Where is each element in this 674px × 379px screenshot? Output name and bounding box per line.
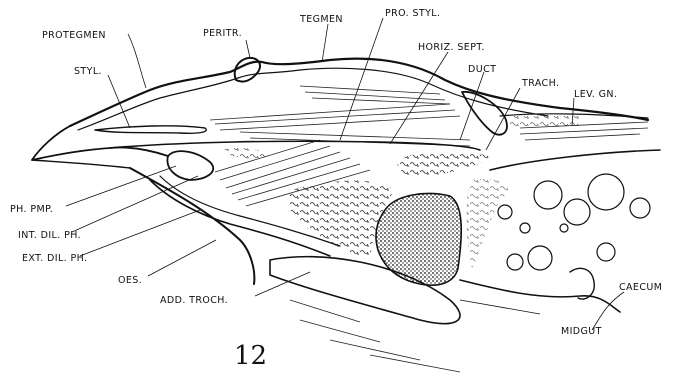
muscle-add-troch bbox=[290, 300, 460, 372]
tissue-strip bbox=[220, 148, 270, 158]
label-pro-styl: PRO. STYL. bbox=[385, 8, 440, 19]
midgut-lower-wall bbox=[460, 280, 620, 312]
midgut-tissue bbox=[466, 179, 508, 270]
tissue-mass-top bbox=[395, 152, 490, 178]
label-protegmen: PROTEGMEN bbox=[42, 30, 106, 41]
label-oes: OES. bbox=[118, 275, 142, 286]
muscle-pro-styl bbox=[210, 86, 470, 146]
label-duct: DUCT bbox=[468, 64, 496, 75]
figure-number: 12 bbox=[234, 341, 267, 371]
ganglion bbox=[376, 194, 461, 286]
stylet bbox=[95, 126, 206, 133]
label-lev-gn: LEV. GN. bbox=[574, 89, 617, 100]
midgut-wall bbox=[490, 150, 660, 170]
label-trach: TRACH. bbox=[521, 78, 559, 89]
label-caecum: CAECUM bbox=[619, 282, 662, 293]
label-styl: STYL. bbox=[74, 66, 102, 77]
rostrum-lower bbox=[32, 160, 130, 168]
label-ext-dil-ph: EXT. DIL. PH. bbox=[22, 253, 87, 264]
pharyngeal-pump bbox=[167, 151, 213, 180]
caecum-vesicles bbox=[498, 174, 650, 270]
leader-lines bbox=[66, 18, 624, 330]
label-peritr: PERITR. bbox=[203, 28, 242, 39]
label-tegmen: TEGMEN bbox=[299, 14, 343, 25]
levator-tissue bbox=[510, 116, 580, 126]
head-capsule-inner bbox=[78, 68, 548, 130]
label-midgut: MIDGUT bbox=[561, 326, 602, 337]
horizontal-septum bbox=[110, 141, 480, 150]
label-int-dil-ph: INT. DIL. PH. bbox=[18, 230, 81, 241]
label-horiz-sept: HORIZ. SEPT. bbox=[418, 42, 485, 53]
label-add-troch: ADD. TROCH. bbox=[160, 295, 228, 306]
caecum-fold bbox=[570, 268, 594, 299]
label-ph-pmp: PH. PMP. bbox=[10, 204, 53, 215]
